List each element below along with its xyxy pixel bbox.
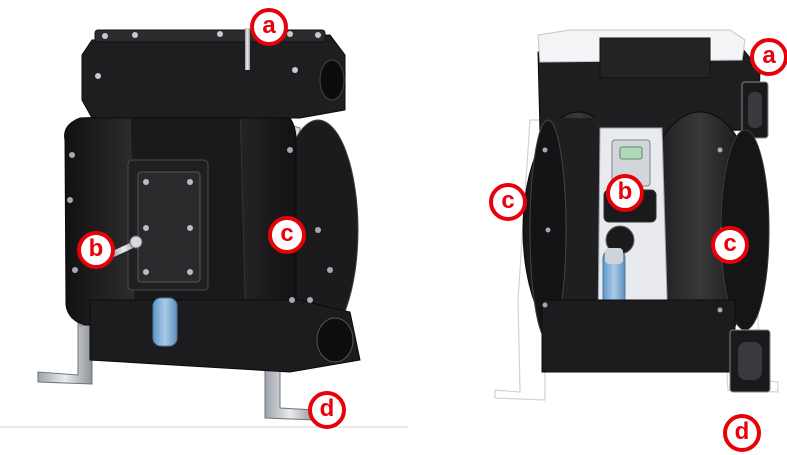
air-fitting-nut bbox=[129, 235, 143, 249]
callout-d-right: d bbox=[723, 414, 761, 452]
muffler bbox=[152, 297, 178, 347]
callout-a-left: a bbox=[250, 8, 288, 46]
left-pump bbox=[37, 28, 361, 421]
body-bolts bbox=[67, 147, 333, 303]
air-valve-indicator bbox=[619, 146, 643, 160]
top-manifold bbox=[81, 34, 346, 119]
air-valve-cover bbox=[137, 171, 201, 283]
callout-a-right: a bbox=[750, 38, 787, 76]
top-rod bbox=[245, 28, 250, 70]
muffler-fitting bbox=[605, 248, 623, 264]
air-valve-bolts bbox=[143, 179, 193, 275]
callout-c-right-left: c bbox=[489, 183, 527, 221]
top-bolts bbox=[95, 31, 321, 79]
callout-b-right: b bbox=[606, 174, 644, 212]
right-pump bbox=[494, 29, 779, 401]
outlet-port-opening bbox=[748, 92, 762, 128]
callout-d-left: d bbox=[308, 391, 346, 429]
callout-c-right-right: c bbox=[711, 226, 749, 264]
top-manifold-block bbox=[599, 37, 711, 79]
bottom-inlet-port bbox=[316, 317, 354, 363]
top-outlet-port bbox=[319, 59, 345, 101]
bottom-manifold bbox=[541, 299, 736, 373]
left-foot-bracket bbox=[37, 319, 93, 385]
inlet-port-opening bbox=[738, 342, 762, 380]
callout-b-left: b bbox=[77, 231, 115, 269]
callout-c-left: c bbox=[268, 216, 306, 254]
